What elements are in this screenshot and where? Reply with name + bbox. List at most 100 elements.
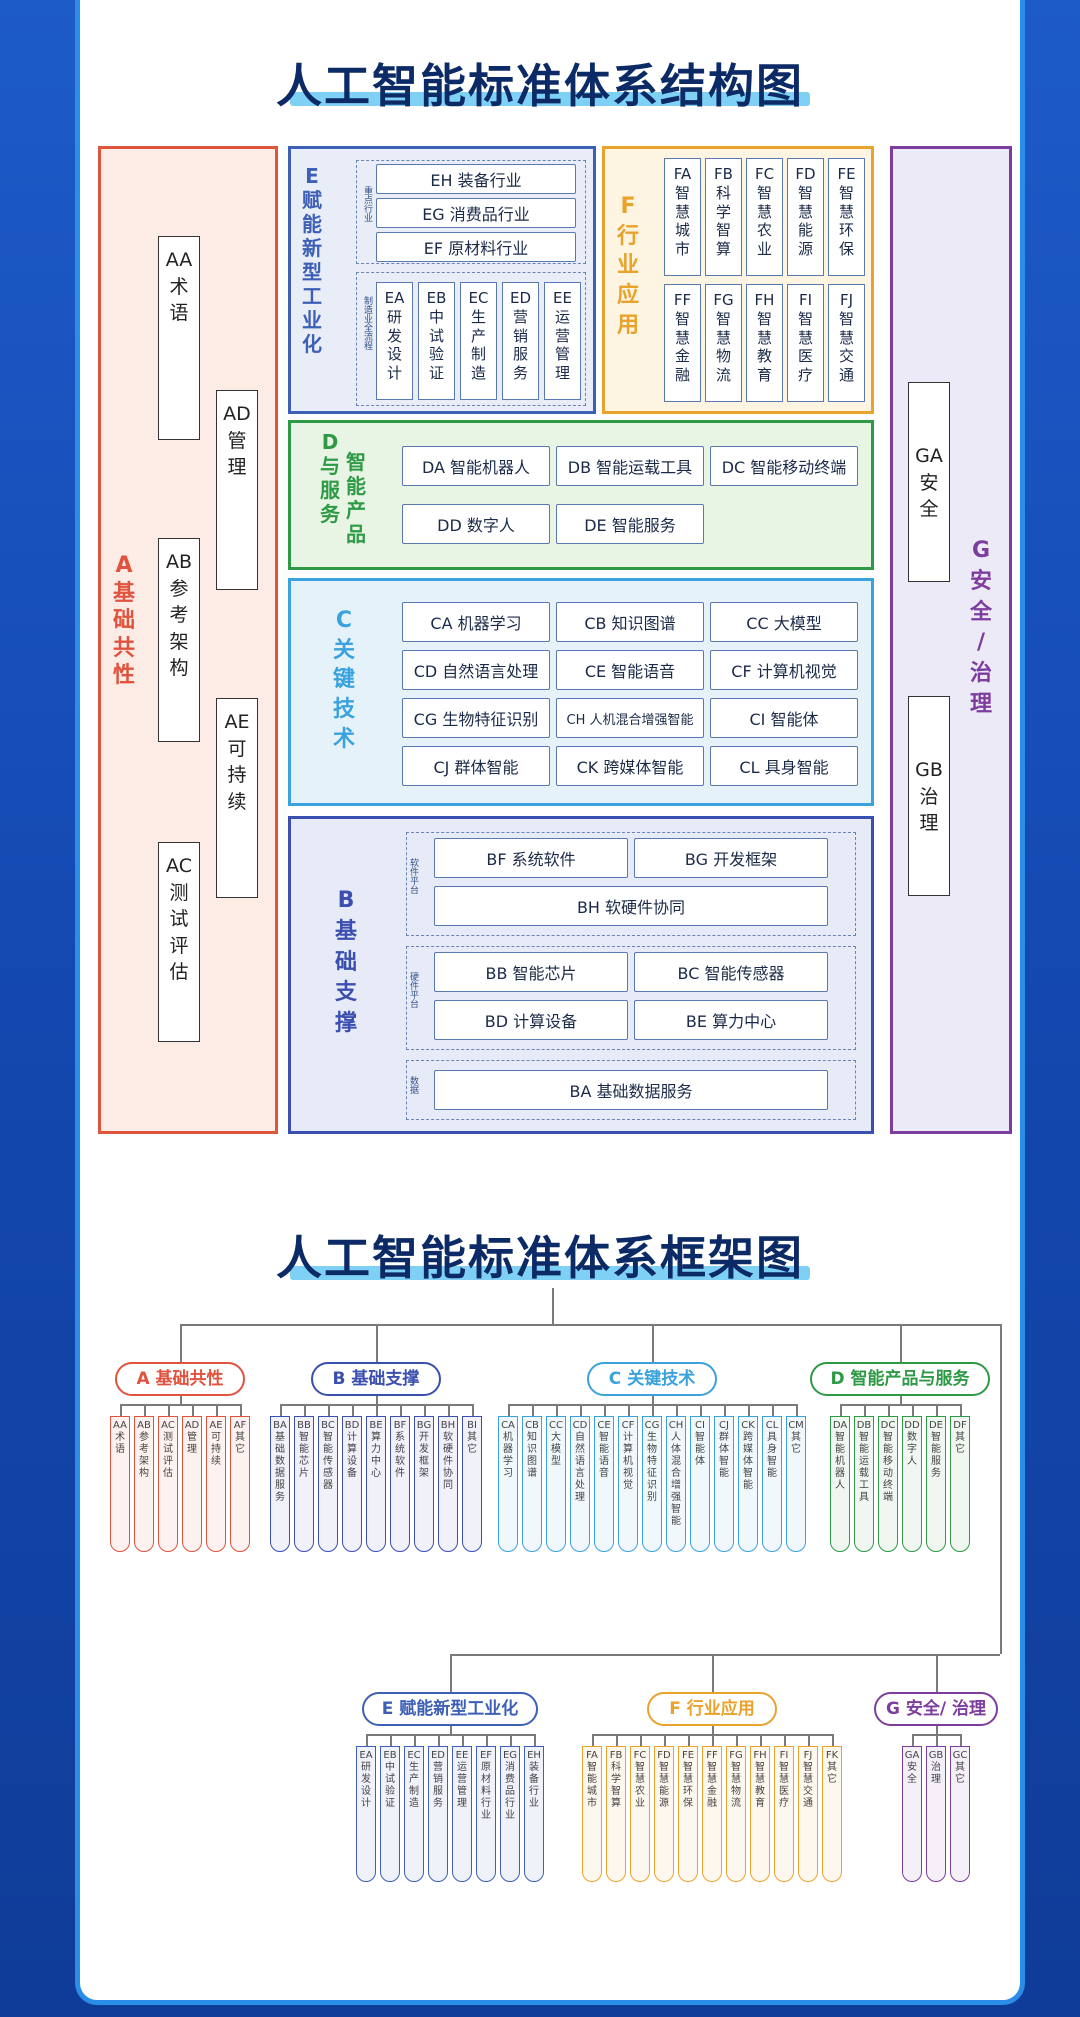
connector-line — [366, 1734, 368, 1746]
b-tag-hardware: 硬件平台 — [408, 972, 418, 1008]
connector-line — [676, 1404, 678, 1416]
panel-a-label: A 基 础 共 性 — [112, 553, 135, 688]
leaf-cf: CF计算机视觉 — [618, 1416, 638, 1552]
connector-line — [784, 1734, 786, 1746]
connector-line — [652, 1324, 654, 1362]
box-ec: EC 生 产 制 造 — [460, 282, 497, 400]
leaf-bh: BH软硬件协同 — [438, 1416, 458, 1552]
b-software-group — [406, 832, 856, 936]
connector-line — [450, 1672, 452, 1692]
leaf-ac: AC测试评估 — [158, 1416, 178, 1552]
connector-line — [120, 1404, 122, 1416]
b-tag-data: 数据 — [408, 1076, 418, 1094]
leaf-aa: AA术语 — [110, 1416, 130, 1552]
connector-line — [748, 1404, 750, 1416]
e-key-industry-group — [356, 160, 586, 264]
leaf-fa: FA智能城市 — [582, 1746, 602, 1882]
connector-line — [724, 1404, 726, 1416]
connector-line — [652, 1404, 654, 1416]
leaf-cd: CD自然语言处理 — [570, 1416, 590, 1552]
leaf-fb: FB科学智算 — [606, 1746, 626, 1882]
leaf-ec: EC生产制造 — [404, 1746, 424, 1882]
box-fb: FB 科 学 智 算 — [705, 158, 742, 276]
panel-g-security-governance — [890, 146, 1012, 1134]
connector-line — [556, 1404, 558, 1416]
pill-b-infrastructure: B 基础支撑 — [311, 1362, 441, 1396]
panel-g-label: G 安 全 / 治 理 — [969, 538, 992, 717]
connector-line — [640, 1734, 642, 1746]
leaf-cl: CL具身智能 — [762, 1416, 782, 1552]
box-bg: BG 开发框架 — [634, 838, 828, 878]
connector-line — [366, 1734, 534, 1736]
leaf-bc: BC智能传感器 — [318, 1416, 338, 1552]
box-fh: FH 智 慧 教 育 — [746, 284, 783, 402]
panel-d-label-a: D 与 服 务 — [320, 430, 340, 526]
leaf-cj: CJ群体智能 — [714, 1416, 734, 1552]
e-manufacturing-group — [356, 272, 586, 406]
connector-line — [376, 1404, 378, 1416]
leaf-gb: GB治理 — [926, 1746, 946, 1882]
connector-line — [652, 1396, 654, 1404]
box-cl: CL 具身智能 — [710, 746, 858, 786]
connector-line — [216, 1404, 218, 1416]
connector-line — [352, 1404, 354, 1416]
title-underline — [290, 92, 810, 106]
leaf-bb: BB智能芯片 — [294, 1416, 314, 1552]
box-gb: GB 治 理 — [908, 696, 950, 896]
leaf-fk: FK其它 — [822, 1746, 842, 1882]
leaf-af: AF其它 — [230, 1416, 250, 1552]
box-ed: ED 营 销 服 务 — [502, 282, 539, 400]
connector-line — [1000, 1324, 1002, 1654]
leaf-bi: BI其它 — [462, 1416, 482, 1552]
leaf-de: DE智能服务 — [926, 1416, 946, 1552]
leaf-ck: CK跨媒体智能 — [738, 1416, 758, 1552]
leaf-dc: DC智能移动终端 — [878, 1416, 898, 1552]
connector-line — [936, 1404, 938, 1416]
connector-line — [390, 1734, 392, 1746]
connector-line — [280, 1404, 282, 1416]
pill-c-key-technologies: C 关键技术 — [587, 1362, 717, 1396]
box-cj: CJ 群体智能 — [402, 746, 550, 786]
box-bb: BB 智能芯片 — [434, 952, 628, 992]
connector-line — [180, 1324, 182, 1362]
leaf-fc: FC智慧农业 — [630, 1746, 650, 1882]
b-hardware-group — [406, 946, 856, 1050]
connector-line — [936, 1726, 938, 1734]
connector-line — [450, 1654, 452, 1672]
box-bh: BH 软硬件协同 — [434, 886, 828, 926]
box-ba: BA 基础数据服务 — [434, 1070, 828, 1110]
connector-line — [508, 1404, 510, 1416]
connector-line — [936, 1734, 938, 1746]
box-eb: EB 中 试 验 证 — [418, 282, 455, 400]
leaf-gc: GC其它 — [950, 1746, 970, 1882]
box-ff: FF 智 慧 金 融 — [664, 284, 701, 402]
connector-line — [912, 1734, 914, 1746]
connector-line — [912, 1404, 914, 1416]
box-cd: CD 自然语言处理 — [402, 650, 550, 690]
box-eh: EH 装备行业 — [376, 164, 576, 194]
connector-line — [832, 1734, 834, 1746]
connector-line — [472, 1404, 474, 1416]
leaf-cb: CB知识图谱 — [522, 1416, 542, 1552]
framework-title: 人工智能标准体系框架图 — [276, 1231, 804, 1285]
leaf-dd: DD数字人 — [902, 1416, 922, 1552]
connector-line — [180, 1396, 182, 1404]
connector-line — [840, 1404, 960, 1406]
connector-line — [888, 1404, 890, 1416]
box-dc: DC 智能移动终端 — [710, 446, 858, 486]
leaf-ab: AB参考架构 — [134, 1416, 154, 1552]
connector-line — [240, 1404, 242, 1416]
leaf-da: DA智能机器人 — [830, 1416, 850, 1552]
connector-line — [772, 1404, 774, 1416]
leaf-ba: BA基础数据服务 — [270, 1416, 290, 1552]
leaf-cc: CC大模型 — [546, 1416, 566, 1552]
structure-title: 人工智能标准体系结构图 — [276, 59, 804, 113]
panel-f-label: F 行 业 应 用 — [616, 194, 639, 338]
leaf-eg: EG消费品行业 — [500, 1746, 520, 1882]
connector-line — [552, 1288, 554, 1324]
connector-line — [688, 1734, 690, 1746]
leaf-fg: FG智慧物流 — [726, 1746, 746, 1882]
leaf-db: DB智能运载工具 — [854, 1416, 874, 1552]
connector-line — [424, 1404, 426, 1416]
connector-line — [616, 1734, 618, 1746]
